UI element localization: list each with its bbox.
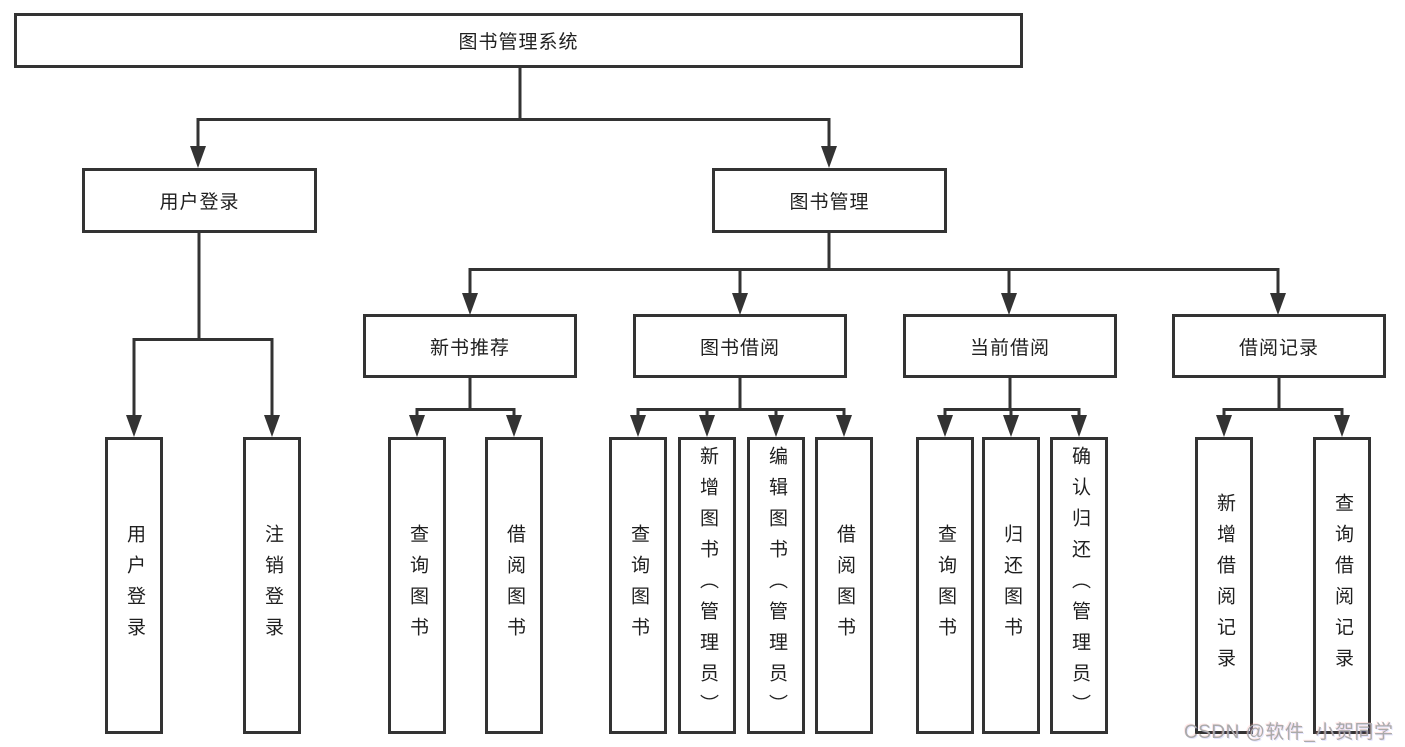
node-label: 确认归还（管理员） [1068,446,1090,725]
leaf-return-books: 归还图书 [982,437,1040,734]
node-label: 当前借阅 [969,337,1050,359]
node-label: 用户登录 [159,192,240,213]
leaf-edit-book-admin: 编辑图书（管理员） [747,437,805,734]
node-label: 新增借阅记录 [1213,492,1235,679]
leaf-query-books-current: 查询图书 [916,437,974,734]
node-label: 查询借阅记录 [1331,492,1353,679]
csdn-watermark: CSDN @软件_小贺同学 [1184,722,1394,743]
node-label: 图书管理 [789,192,870,213]
node-current-borrowing: 当前借阅 [903,314,1117,378]
node-label: 查询图书 [627,523,649,648]
node-book-borrowing: 图书借阅 [633,314,847,378]
node-label: 图书管理系统 [458,32,579,53]
leaf-add-borrow-record: 新增借阅记录 [1195,437,1253,734]
leaf-query-borrow-record: 查询借阅记录 [1313,437,1371,734]
node-root-system: 图书管理系统 [14,13,1023,68]
leaf-query-books-recommend: 查询图书 [388,437,446,734]
leaf-user-login: 用户登录 [105,437,163,734]
node-label: 编辑图书（管理员） [765,446,787,725]
node-label: 用户登录 [123,523,145,648]
node-borrowing-records: 借阅记录 [1172,314,1386,378]
node-label: 查询图书 [934,523,956,648]
node-label: 图书借阅 [699,337,780,359]
node-label: 借阅图书 [503,523,525,648]
node-label: 借阅记录 [1238,337,1319,359]
node-label: 查询图书 [406,523,428,648]
leaf-borrow-books-recommend: 借阅图书 [485,437,543,734]
node-new-book-recommend: 新书推荐 [363,314,577,378]
leaf-query-books-borrowing: 查询图书 [609,437,667,734]
node-user-login: 用户登录 [82,168,317,233]
node-label: 新书推荐 [429,337,510,359]
node-label: 归还图书 [1000,523,1022,648]
leaf-borrow-books-borrowing: 借阅图书 [815,437,873,734]
node-label: 借阅图书 [833,523,855,648]
leaf-logout: 注销登录 [243,437,301,734]
node-label: 新增图书（管理员） [696,446,718,725]
leaf-add-book-admin: 新增图书（管理员） [678,437,736,734]
node-book-management: 图书管理 [712,168,947,233]
node-label: 注销登录 [261,523,283,648]
leaf-confirm-return-admin: 确认归还（管理员） [1050,437,1108,734]
